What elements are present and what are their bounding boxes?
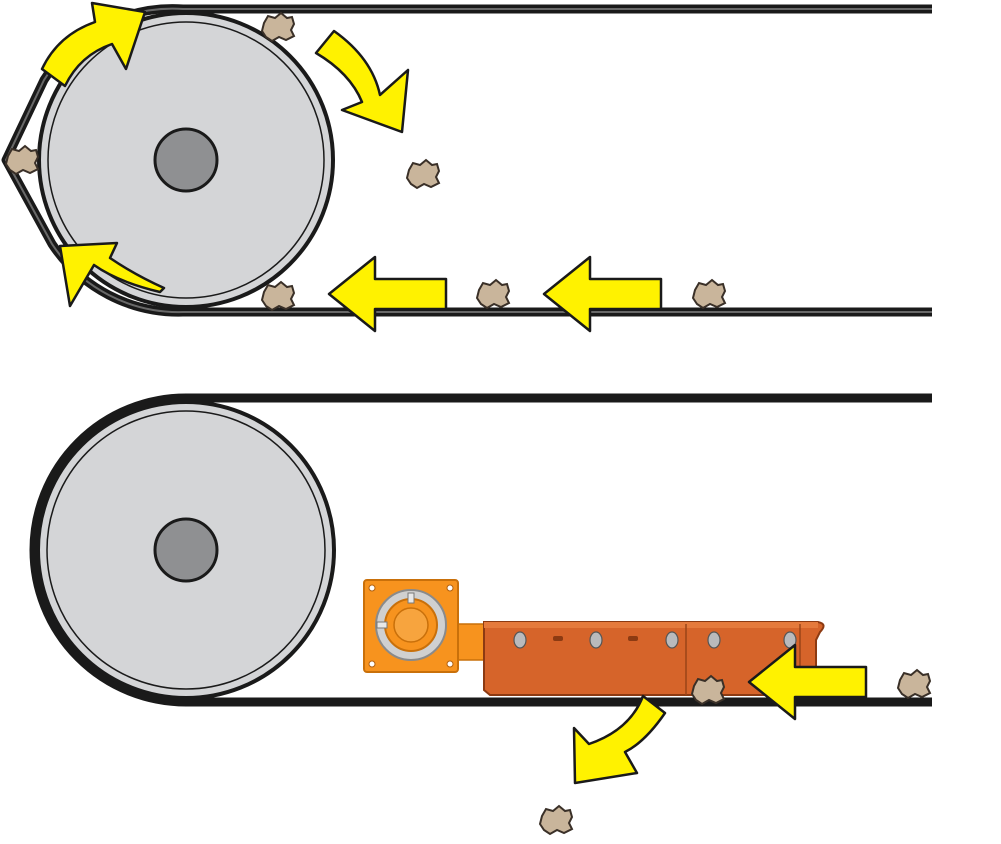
debris-icon-discharged bbox=[539, 805, 573, 835]
debris-icon-falling bbox=[406, 159, 440, 189]
debris-icon-bottom-2 bbox=[476, 279, 510, 309]
top-pulley-hub bbox=[153, 127, 219, 193]
rotation-arrow-icon-top-right bbox=[314, 29, 410, 134]
debris-icon-at-cleaner bbox=[691, 675, 725, 705]
top-panel bbox=[1, 1, 932, 333]
cleaner-bolts bbox=[513, 631, 797, 649]
debris-icon-top-belt bbox=[261, 12, 295, 42]
bottom-conveyor-belt bbox=[29, 393, 932, 707]
direction-arrow-icon-top-2 bbox=[542, 255, 663, 333]
debris-icon-incoming bbox=[897, 669, 931, 699]
bottom-panel bbox=[29, 393, 932, 835]
bottom-pulley-hub bbox=[153, 517, 219, 583]
rotation-arrow-icon-bottom-left bbox=[58, 241, 166, 308]
rotation-arrow-icon-top-left bbox=[40, 1, 147, 88]
discharge-arrow-icon bbox=[572, 694, 667, 785]
direction-arrow-icon-top-1 bbox=[327, 255, 448, 333]
top-pulley-icon bbox=[37, 11, 335, 309]
plow-cleaner-icon bbox=[363, 579, 825, 696]
debris-icon-bottom-3 bbox=[692, 279, 726, 309]
debris-icon-bottom-1 bbox=[261, 281, 295, 311]
bottom-pulley-icon bbox=[36, 400, 336, 700]
direction-arrow-icon-bottom bbox=[747, 643, 868, 721]
debris-icon-trapped-left bbox=[5, 145, 39, 175]
